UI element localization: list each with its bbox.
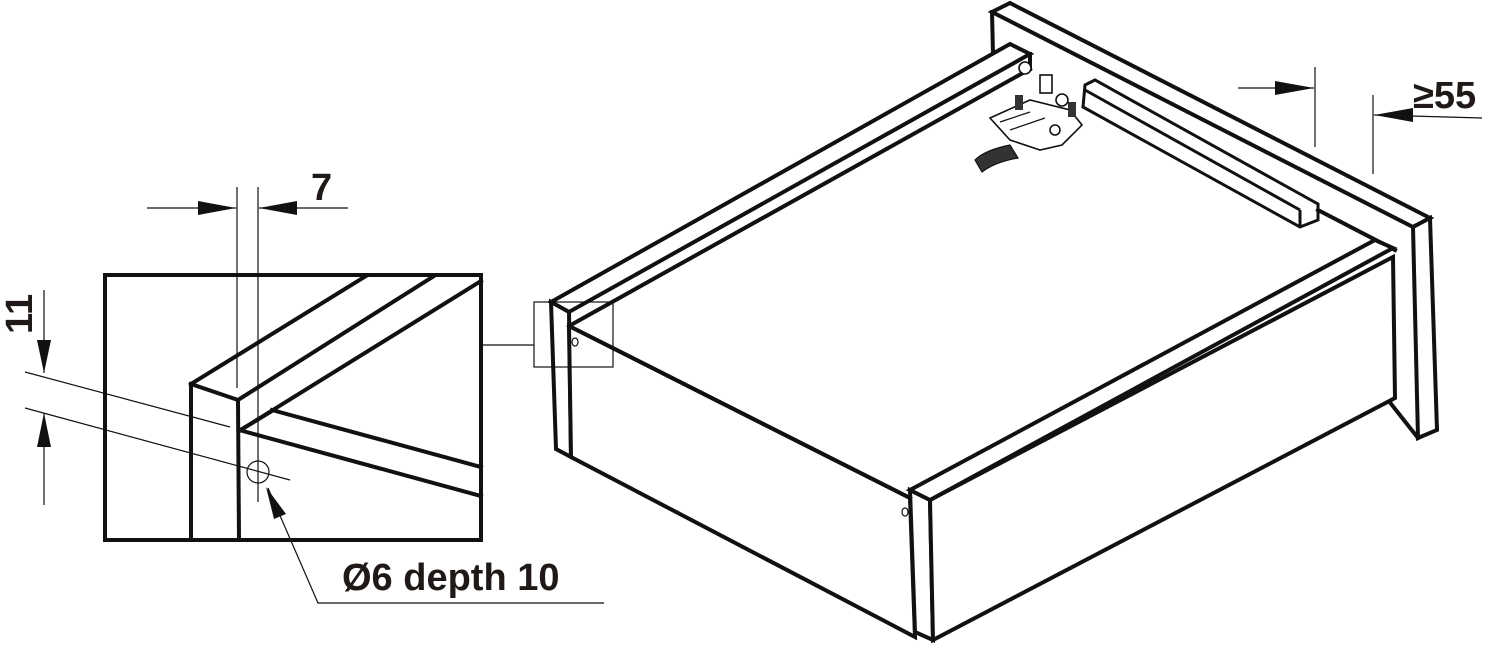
rail-inner-short <box>236 408 275 434</box>
corner-detail-view: 7 11 Ø6 depth 10 <box>0 167 604 604</box>
drill-hole <box>246 460 270 484</box>
front-panel-bottom-edge <box>236 427 484 499</box>
hole-callout-label: Ø6 depth 10 <box>342 557 560 599</box>
dim55-arrow-right <box>1374 108 1413 122</box>
dim7-arrow-left <box>198 201 236 215</box>
front-panel-top-edge <box>269 407 484 470</box>
detail-frame <box>103 273 483 542</box>
back-panel-left-edge <box>989 9 996 58</box>
right-side-panel-top <box>905 237 1398 503</box>
back-panel-lower-visible <box>1385 397 1421 441</box>
right-side-panel-face <box>927 253 1398 644</box>
hole-callout-arrow <box>266 487 286 519</box>
runner-clip-icon <box>974 61 1084 173</box>
dim-11-label: 11 <box>0 294 41 334</box>
dim-55-label: ≥55 <box>1413 75 1476 117</box>
dim7-arrow-right <box>259 201 297 215</box>
rail-inner <box>236 278 484 434</box>
detail-callout-box <box>533 301 614 368</box>
dim-7-label: 7 <box>311 167 332 209</box>
side-panel-edge-right <box>235 397 242 543</box>
hole-callout-leader <box>267 487 604 604</box>
dim11-ext-top <box>24 371 231 428</box>
rail-outer <box>188 273 369 387</box>
front-panel-face <box>566 322 918 641</box>
runner-rail-top <box>1084 88 1301 212</box>
dowel-hole-left <box>571 337 579 347</box>
drawer-isometric-view: ≥55 <box>533 0 1483 644</box>
dim11-arrow-top <box>37 340 51 373</box>
top-diagonal-edge <box>566 323 913 501</box>
rail-middle <box>235 273 437 403</box>
dim11-arrow-bottom <box>37 413 51 447</box>
dim55-arrow-left <box>1275 81 1314 95</box>
left-side-inner-edge <box>566 66 1033 329</box>
back-panel-front-face <box>1410 214 1440 441</box>
dowel-hole-right <box>901 507 909 517</box>
dim11-ext-bottom <box>24 407 291 481</box>
left-side-top-face <box>546 41 1035 315</box>
side-panel-top <box>188 381 241 403</box>
